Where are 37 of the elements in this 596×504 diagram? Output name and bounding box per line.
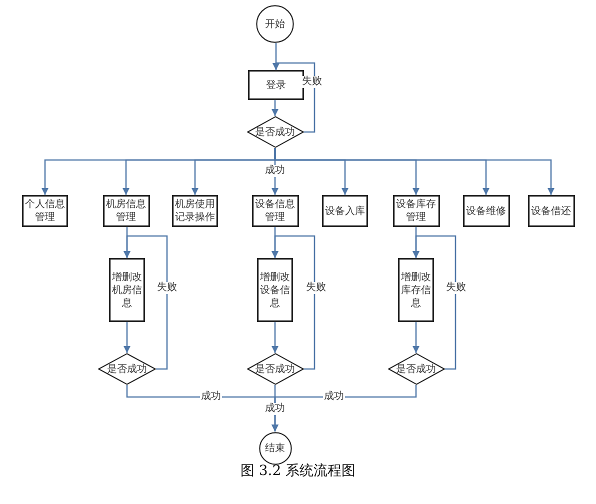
arrow bbox=[272, 100, 278, 116]
edge-label: 成功 bbox=[323, 391, 345, 403]
figure-caption: 图 3.2 系统流程图 bbox=[240, 463, 356, 479]
process-box: 设备借还 bbox=[528, 195, 574, 227]
edge-label: 成功 bbox=[264, 403, 286, 415]
decision-diamond: 是否成功 bbox=[246, 353, 304, 385]
process-box: 设备信息管理 bbox=[252, 195, 298, 227]
arrow bbox=[272, 235, 316, 370]
process-box: 增删改库存信息 bbox=[398, 258, 434, 322]
process-box: 增删改机房信息 bbox=[109, 258, 145, 322]
edge-label: 成功 bbox=[264, 165, 286, 177]
decision-diamond: 是否成功 bbox=[246, 116, 304, 148]
edge-label: 失败 bbox=[301, 76, 323, 88]
process-box: 个人信息管理 bbox=[22, 195, 68, 227]
edge-label: 失败 bbox=[305, 282, 327, 294]
process-box: 机房使用记录操作 bbox=[172, 195, 218, 227]
process-box: 机房信息管理 bbox=[102, 195, 150, 227]
start-circle: 开始 bbox=[256, 5, 294, 43]
edge-label: 成功 bbox=[200, 391, 222, 403]
arrow bbox=[412, 322, 420, 353]
process-box: 设备入库 bbox=[322, 195, 368, 227]
arrow bbox=[272, 62, 316, 133]
edge-label: 失败 bbox=[445, 282, 467, 294]
decision-diamond: 是否成功 bbox=[98, 353, 156, 385]
edge-label: 失败 bbox=[156, 282, 178, 294]
process-box: 设备库存管理 bbox=[392, 195, 440, 227]
arrow bbox=[124, 322, 130, 353]
arrow bbox=[272, 322, 278, 353]
decision-diamond: 是否成功 bbox=[388, 353, 444, 385]
process-box: 增删改设备信息 bbox=[257, 258, 293, 322]
arrow bbox=[412, 235, 456, 370]
process-box: 登录 bbox=[248, 70, 304, 100]
process-box: 设备维修 bbox=[462, 195, 510, 227]
arrow bbox=[274, 148, 554, 195]
end-circle: 结束 bbox=[258, 432, 292, 464]
arrow bbox=[272, 385, 417, 432]
arrow bbox=[124, 235, 168, 370]
